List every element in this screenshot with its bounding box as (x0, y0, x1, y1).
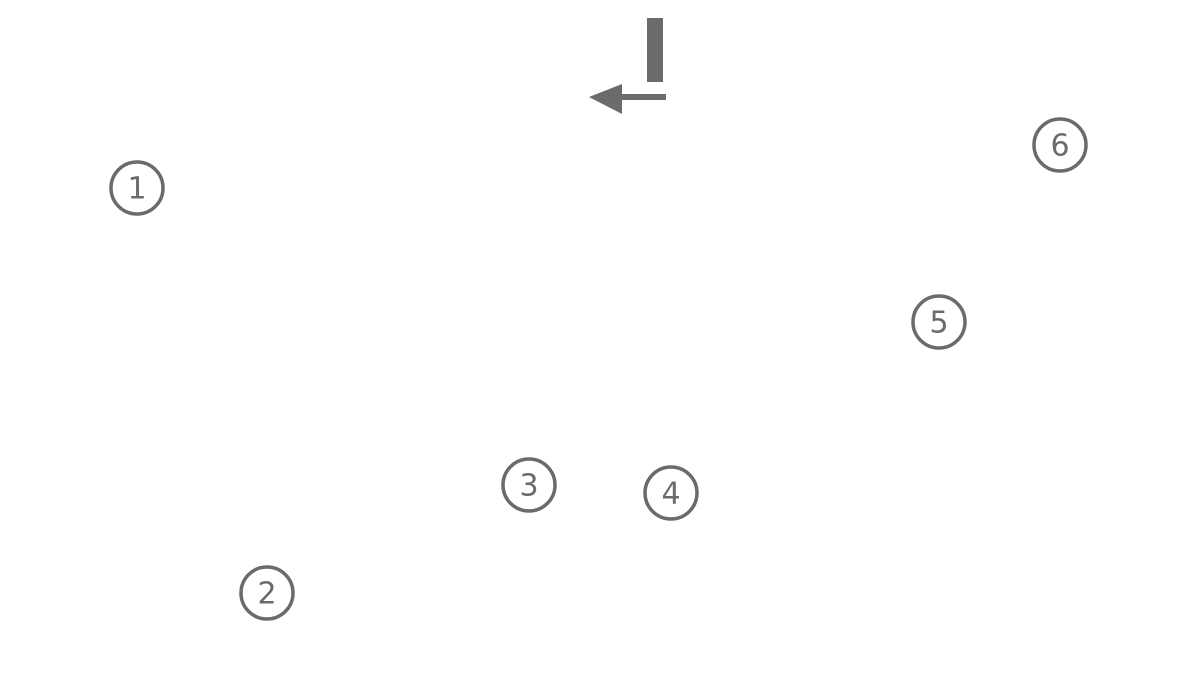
marker-5: 5 (911, 294, 967, 350)
marker-label: 6 (1050, 129, 1069, 164)
marker-circle (911, 294, 967, 350)
marker-1: 1 (109, 160, 165, 216)
marker-label: 5 (929, 306, 948, 341)
marker-circle (109, 160, 165, 216)
arrow-horizontal-bar (610, 94, 666, 100)
arrow-head (589, 84, 622, 114)
marker-circle (1032, 117, 1088, 173)
marker-circle (239, 565, 295, 621)
marker-2: 2 (239, 565, 295, 621)
marker-label: 2 (257, 577, 276, 612)
marker-label: 3 (519, 469, 538, 504)
marker-circle (501, 457, 557, 513)
marker-4: 4 (643, 465, 699, 521)
arrow-vertical-bar (647, 18, 663, 82)
marker-3: 3 (501, 457, 557, 513)
marker-label: 1 (127, 172, 146, 207)
marker-circle (643, 465, 699, 521)
marker-6: 6 (1032, 117, 1088, 173)
marker-label: 4 (661, 477, 680, 512)
return-left-arrow-icon (589, 18, 666, 114)
